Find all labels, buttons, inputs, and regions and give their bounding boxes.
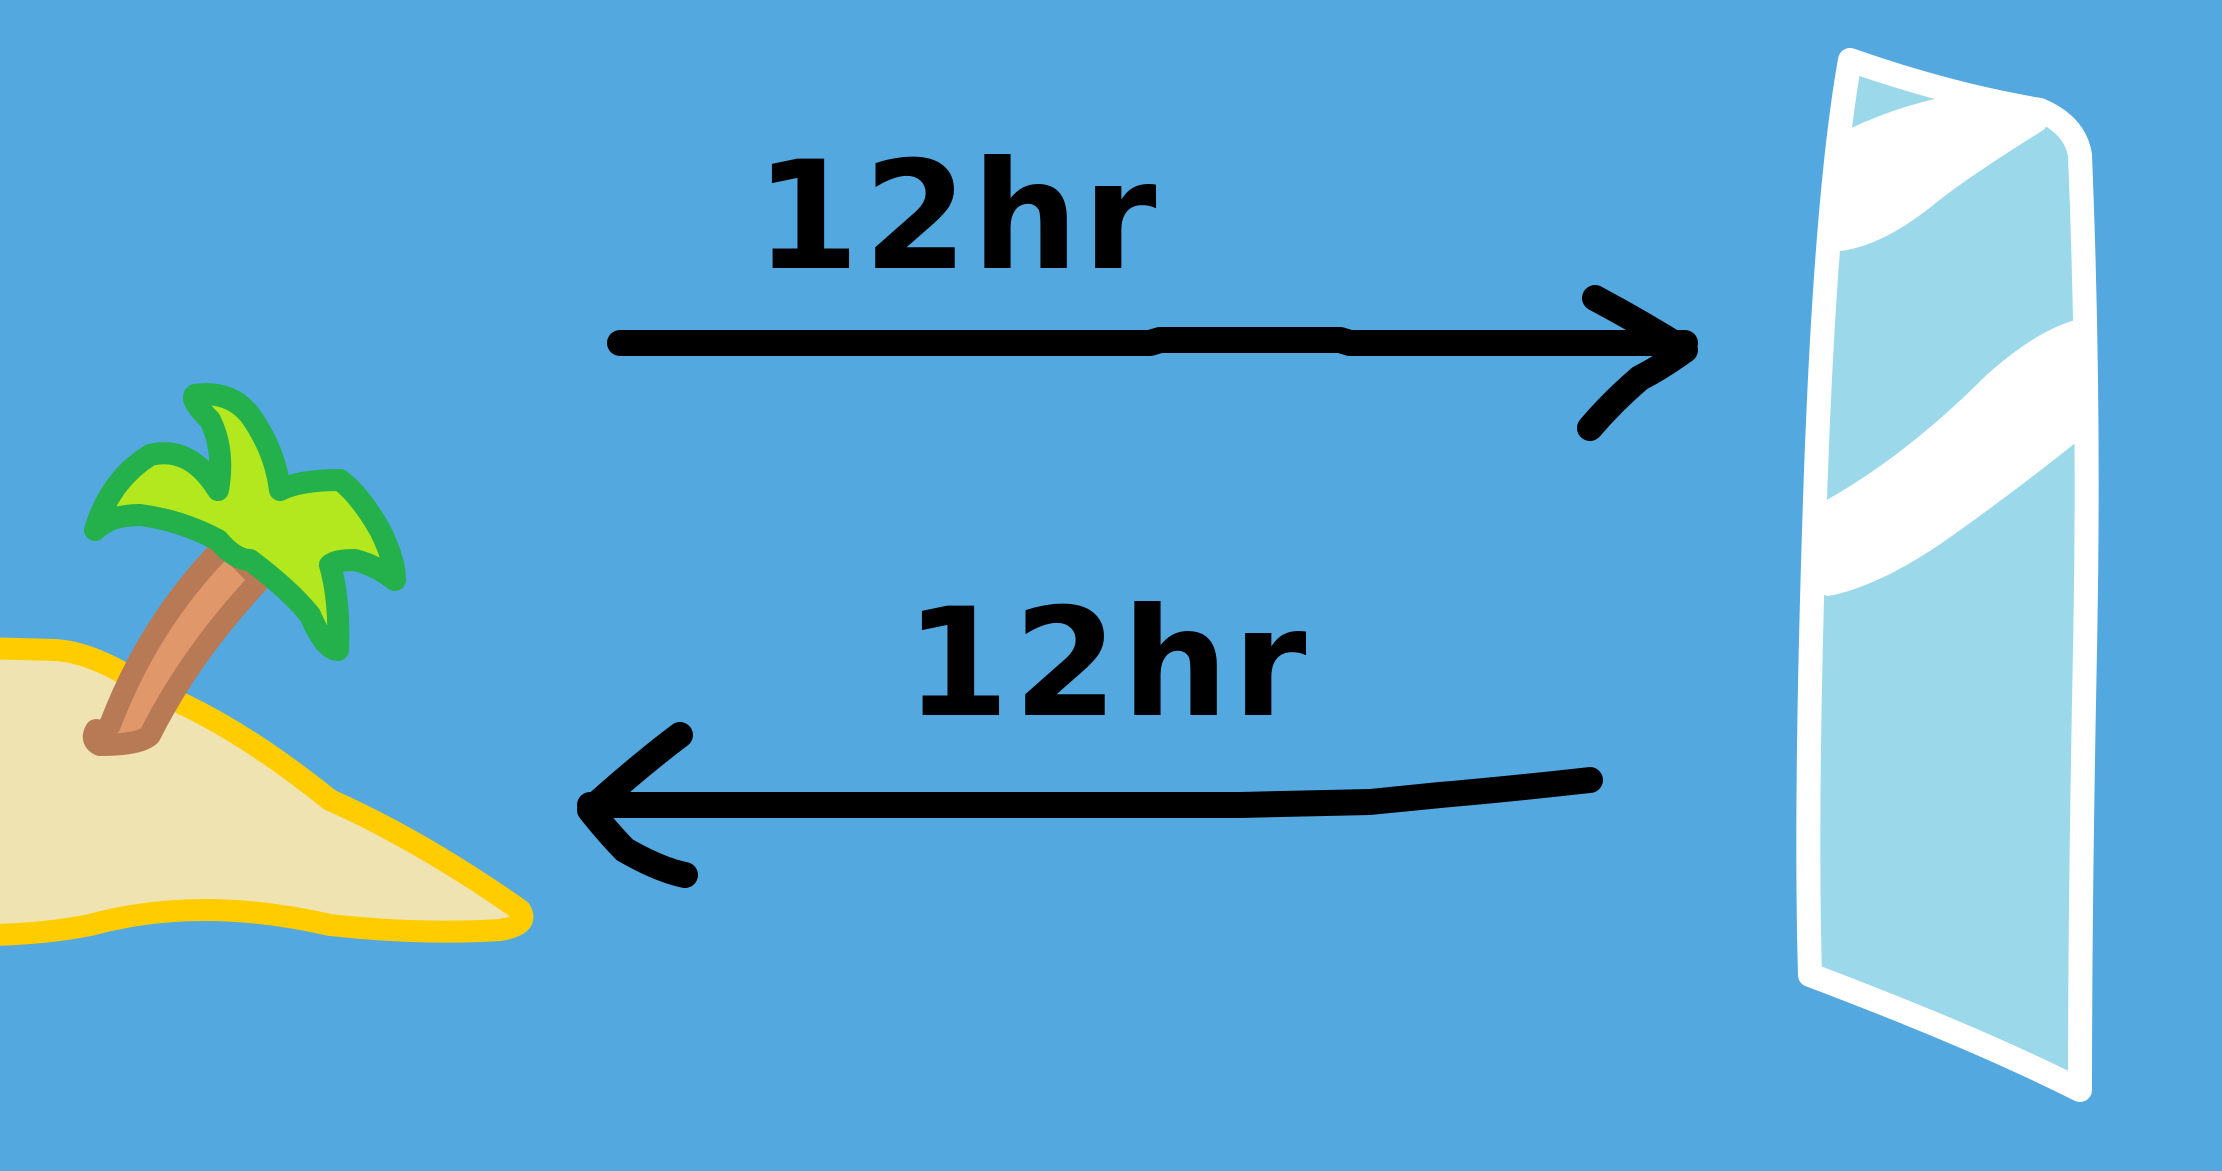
outbound-duration-label: 12hr [755,130,1161,304]
palm-leaves [84,383,406,661]
palm-tree-island-icon [0,383,534,946]
ice-highlight-stripe [1834,94,2046,251]
return-arrow [577,722,1603,888]
return-arrow-shaft [577,767,1603,819]
sand-mound [0,637,534,946]
return-arrow-head [577,722,698,888]
outbound-arrow [607,285,1698,441]
ice-highlight-band [1822,319,2088,596]
outbound-arrow-shaft [607,327,1698,356]
ice-block-body [1796,48,2099,1102]
ice-block-icon [1796,48,2099,1102]
outbound-arrow-head [1577,285,1698,441]
return-duration-label: 12hr [905,577,1311,751]
